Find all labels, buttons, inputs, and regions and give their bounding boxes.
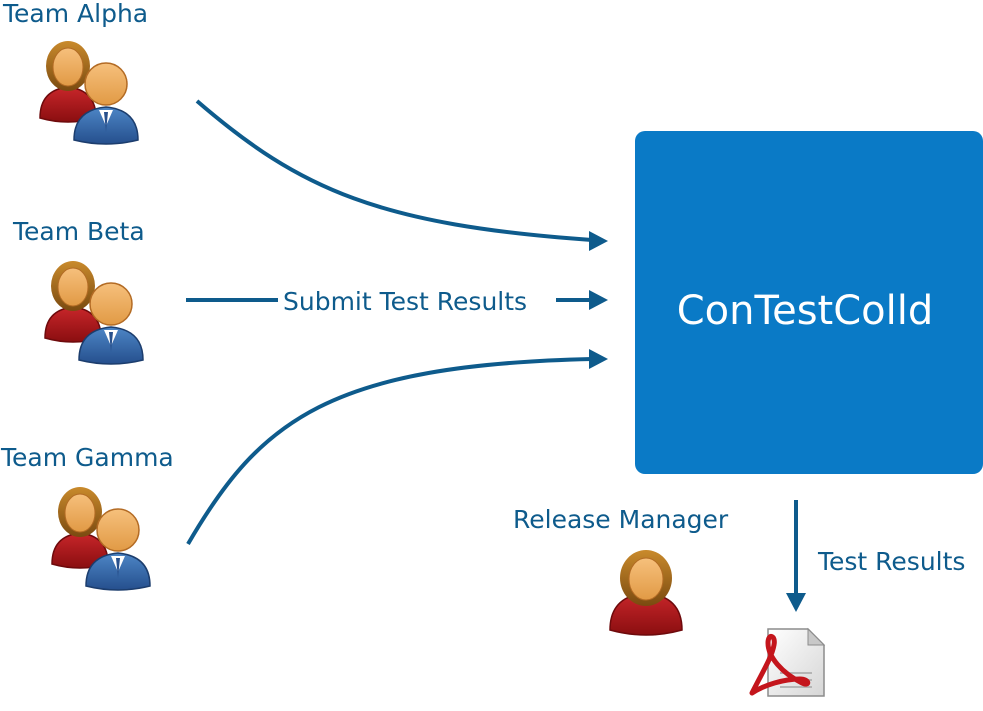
arrow-team-beta	[186, 290, 608, 310]
team-gamma-icon	[51, 487, 151, 591]
arrow-output	[786, 500, 806, 612]
release-manager-icon	[609, 550, 683, 636]
contest-system-box	[635, 131, 983, 474]
team-alpha-label: Team Alpha	[2, 0, 148, 28]
arrow-team-gamma	[186, 349, 608, 546]
system-title: ConTestColld	[677, 288, 934, 334]
team-gamma-label: Team Gamma	[0, 443, 174, 472]
pdf-document-icon	[749, 627, 826, 697]
test-results-label: Test Results	[817, 547, 965, 576]
arrow-team-alpha	[195, 99, 608, 251]
team-beta-icon	[44, 261, 144, 365]
team-beta-label: Team Beta	[12, 217, 145, 246]
team-alpha-icon	[39, 41, 139, 145]
release-manager-label: Release Manager	[513, 505, 729, 534]
submit-results-label: Submit Test Results	[283, 287, 527, 316]
